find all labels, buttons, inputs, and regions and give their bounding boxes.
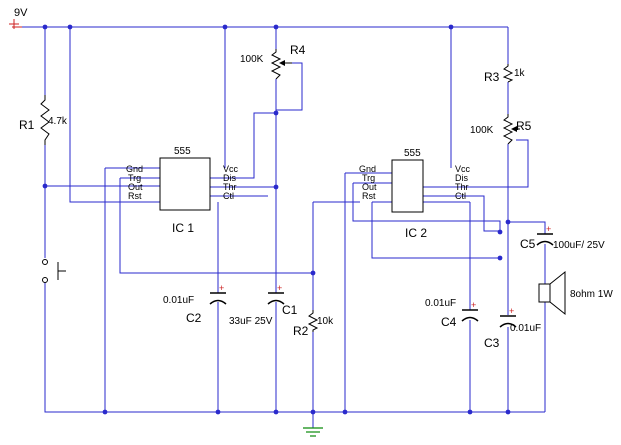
c3-value: 0.01uF (510, 323, 541, 334)
resistor-r1: R1 4.7k (19, 95, 68, 145)
r5-value: 100K (470, 125, 494, 136)
ic1-pin-rst: Rst (128, 191, 142, 201)
potentiometer-r4: R4 100K (240, 43, 306, 80)
c2-plus: + (219, 283, 224, 293)
r5-name: R5 (516, 119, 532, 133)
c2-value: 0.01uF (163, 295, 194, 306)
resistor-r3: R3 1k (484, 64, 526, 84)
push-switch (42, 259, 66, 283)
ic1-pin-gnd: Gnd (126, 164, 143, 174)
c3-name: C3 (484, 336, 500, 350)
c5-plus: + (546, 224, 551, 234)
ground-icon (303, 427, 323, 437)
c4-value: 0.01uF (425, 298, 456, 309)
c3-plus: + (509, 306, 514, 316)
ic2-pin-dis: Dis (455, 173, 468, 183)
r2-value: 10k (317, 316, 334, 327)
ic1-name: IC 1 (172, 221, 194, 235)
c4-plus: + (471, 300, 476, 310)
capacitor-c2: + C2 0.01uF (163, 283, 227, 325)
c1-value: 33uF 25V (229, 316, 273, 327)
speaker-icon: 8ohm 1W (538, 270, 613, 316)
r3-name: R3 (484, 70, 500, 84)
c5-value: 100uF/ 25V (553, 240, 605, 251)
r1-value: 4.7k (48, 116, 68, 127)
speaker-value: 8ohm 1W (570, 289, 613, 300)
ic1: 555 IC 1 Gnd Trg Out Rst Vcc Dis Thr Ctl (126, 146, 239, 235)
ic1-pin-out: Out (128, 182, 143, 192)
wiring (22, 26, 546, 428)
r1-name: R1 (19, 118, 35, 132)
ic1-pin-ctl: Ctl (223, 191, 234, 201)
ic1-pin-dis: Dis (223, 173, 236, 183)
capacitor-c5: + C5 100uF/ 25V (520, 224, 605, 251)
ic2: 555 IC 2 Gnd Trg Out Rst Vcc Dis Thr Ctl (359, 148, 471, 240)
supply-label: 9V (14, 7, 28, 19)
capacitor-c1: + C1 33uF 25V (229, 283, 298, 327)
c1-plus: + (277, 283, 282, 293)
ic2-pin-trg: Trg (362, 173, 375, 183)
potentiometer-r5: R5 100K (470, 114, 532, 145)
ic1-pin-vcc: Vcc (223, 164, 239, 174)
c4-name: C4 (441, 315, 457, 329)
ic1-pin-trg: Trg (128, 173, 141, 183)
ic2-pin-rst: Rst (362, 191, 376, 201)
supply-terminal: 9V (9, 7, 28, 29)
ic1-pin-thr: Thr (223, 182, 237, 192)
resistor-r2: R2 10k (293, 310, 334, 338)
c5-name: C5 (520, 237, 536, 251)
r2-name: R2 (293, 324, 309, 338)
c1-name: C1 (282, 303, 298, 317)
c2-name: C2 (186, 311, 202, 325)
r4-value: 100K (240, 54, 264, 65)
ic2-chip-label: 555 (404, 148, 421, 159)
capacitor-c4: + C4 0.01uF (425, 298, 479, 329)
capacitor-c3: + C3 0.01uF (484, 306, 541, 350)
r4-name: R4 (290, 43, 306, 57)
ic2-name: IC 2 (405, 226, 427, 240)
ic2-pin-out: Out (362, 182, 377, 192)
junction-dots (42, 24, 511, 415)
ic1-chip-label: 555 (174, 146, 191, 157)
ic2-pin-vcc: Vcc (455, 164, 471, 174)
ic2-pin-gnd: Gnd (359, 164, 376, 174)
ic2-pin-thr: Thr (455, 182, 469, 192)
r3-value: 1k (514, 68, 526, 79)
ic2-pin-ctl: Ctl (455, 191, 466, 201)
